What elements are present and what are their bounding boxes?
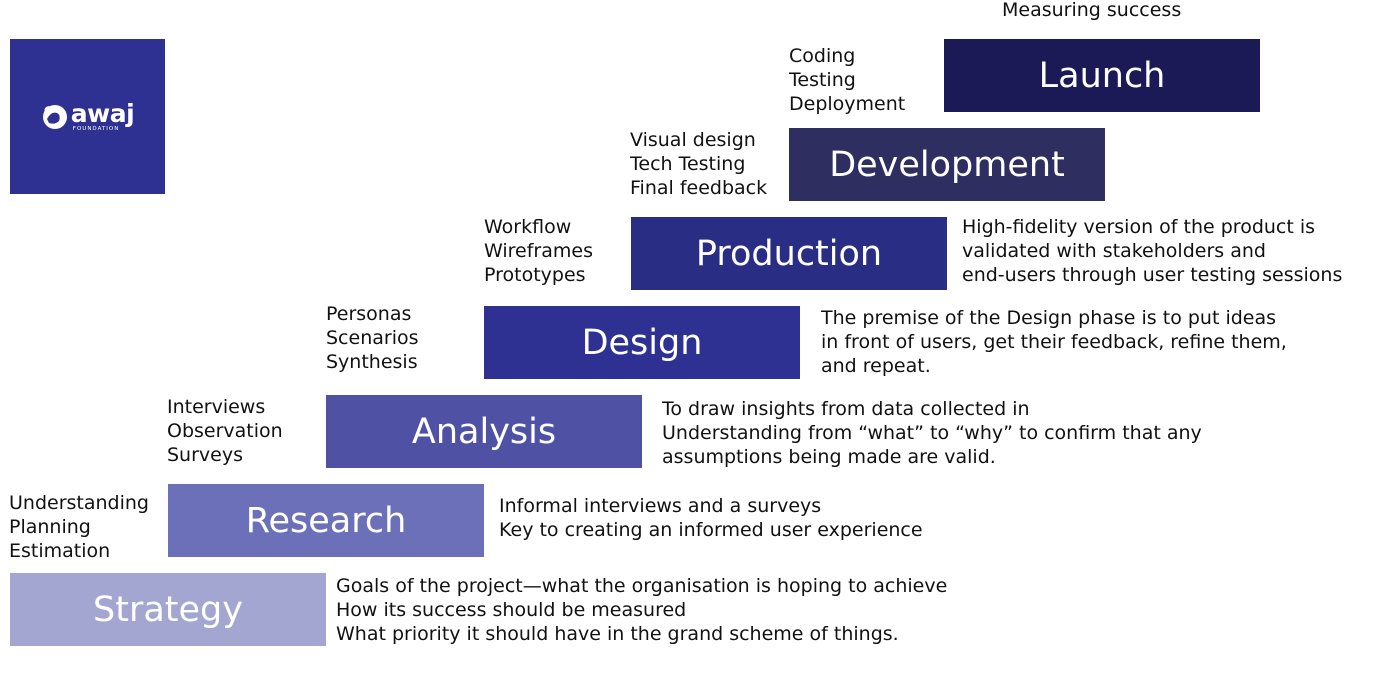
activity-item: Coding: [789, 45, 856, 67]
activity-item: Scenarios: [326, 327, 419, 349]
description-line: Measuring success: [1002, 0, 1182, 21]
activity-item: Final feedback: [630, 177, 768, 199]
activity-item: Surveys: [167, 444, 243, 466]
description-line: Understanding from “what” to “why” to co…: [662, 422, 1202, 444]
description-line: How its success should be measured: [336, 599, 687, 621]
logo-subtitle: FOUNDATION: [72, 125, 120, 132]
stage-box-research: Research: [168, 484, 484, 557]
activities-development: Visual design Tech Testing Final feedbac…: [630, 128, 767, 200]
description-line: Key to creating an informed user experie…: [499, 519, 923, 541]
description-production: High-fidelity version of the product is …: [962, 215, 1342, 287]
activities-design: Personas Scenarios Synthesis: [326, 302, 419, 374]
description-design: The premise of the Design phase is to pu…: [821, 306, 1287, 378]
awaj-foundation-logo: awaj FOUNDATION: [10, 39, 165, 194]
activity-item: Personas: [326, 303, 412, 325]
activity-item: Estimation: [9, 540, 111, 562]
stage-label-production: Production: [695, 233, 883, 274]
activity-item: Deployment: [789, 93, 906, 115]
stage-label-launch: Launch: [1038, 55, 1166, 96]
stage-box-design: Design: [484, 306, 800, 379]
stage-box-development: Development: [789, 128, 1105, 201]
stage-box-analysis: Analysis: [326, 395, 642, 468]
description-line: High-fidelity version of the product is: [962, 216, 1316, 238]
activities-research: Understanding Planning Estimation: [9, 491, 149, 563]
stage-label-design: Design: [581, 322, 703, 363]
activity-item: Tech Testing: [630, 153, 746, 175]
activity-item: Visual design: [630, 129, 756, 151]
activity-item: Observation: [167, 420, 283, 442]
activities-analysis: Interviews Observation Surveys: [167, 395, 283, 467]
activity-item: Planning: [9, 516, 91, 538]
stage-label-research: Research: [245, 500, 407, 541]
globe-hand-icon: [42, 104, 67, 129]
activity-item: Understanding: [9, 492, 149, 514]
description-strategy: Goals of the project—what the organisati…: [336, 574, 947, 646]
description-line: validated with stakeholders and: [962, 240, 1266, 262]
activity-item: Interviews: [167, 396, 266, 418]
activity-item: Synthesis: [326, 351, 418, 373]
activity-item: Testing: [789, 69, 856, 91]
description-line: To draw insights from data collected in: [662, 398, 1030, 420]
description-analysis: To draw insights from data collected in …: [662, 397, 1202, 469]
description-research: Informal interviews and a surveys Key to…: [499, 494, 923, 542]
description-line: end-users through user testing sessions: [962, 264, 1343, 286]
activities-production: Workflow Wireframes Prototypes: [484, 215, 593, 287]
description-line: and repeat.: [821, 355, 931, 377]
description-line: Goals of the project—what the organisati…: [336, 575, 948, 597]
stage-label-strategy: Strategy: [93, 589, 243, 630]
stage-box-production: Production: [631, 217, 947, 290]
description-line: assumptions being made are valid.: [662, 446, 996, 468]
description-line: in front of users, get their feedback, r…: [821, 331, 1287, 353]
activity-item: Prototypes: [484, 264, 586, 286]
stage-label-analysis: Analysis: [411, 411, 557, 452]
description-line: What priority it should have in the gran…: [336, 623, 899, 645]
stage-box-launch: Launch: [944, 39, 1260, 112]
description-launch: Measuring success: [1002, 0, 1181, 22]
activities-launch: Coding Testing Deployment: [789, 44, 905, 116]
logo-wordmark: awaj: [70, 98, 135, 128]
activity-item: Workflow: [484, 216, 572, 238]
stage-label-development: Development: [829, 144, 1065, 185]
description-line: Informal interviews and a surveys: [499, 495, 822, 517]
description-line: The premise of the Design phase is to pu…: [821, 307, 1277, 329]
stage-box-strategy: Strategy: [10, 573, 326, 646]
activity-item: Wireframes: [484, 240, 593, 262]
